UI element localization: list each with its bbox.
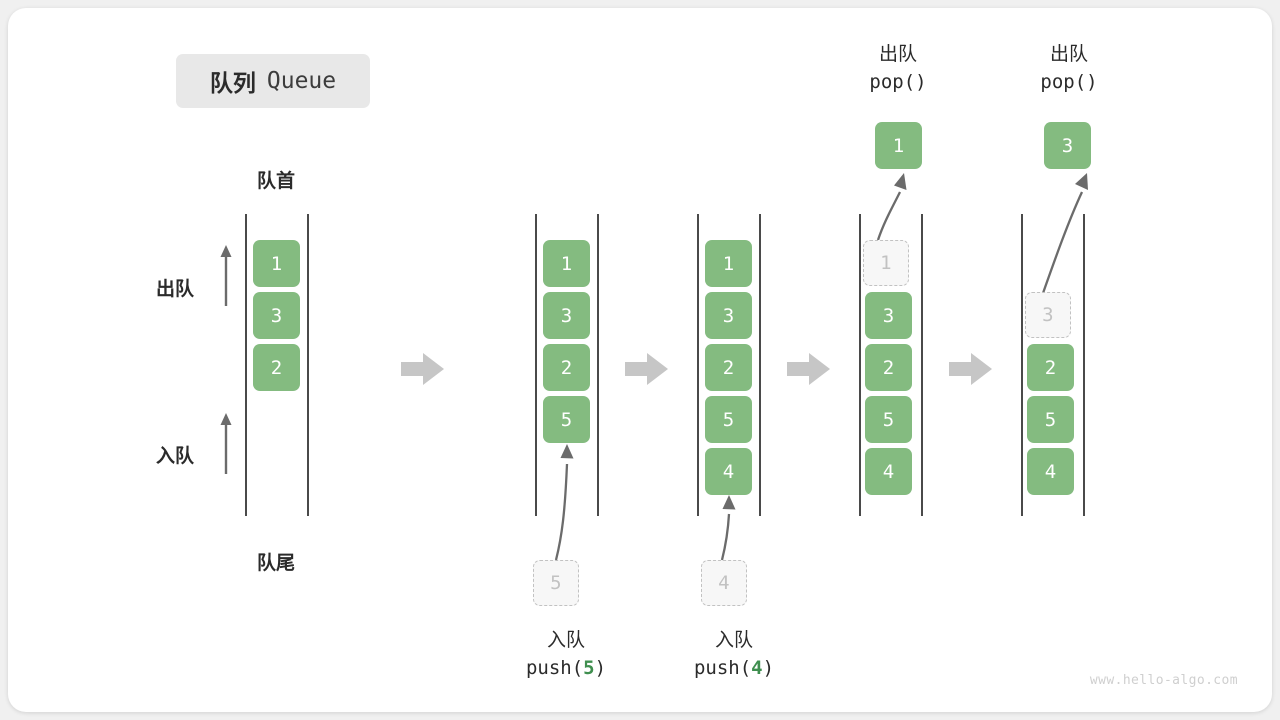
queue-cell: 1	[253, 240, 300, 287]
dequeue-direction-arrow	[220, 245, 232, 306]
queue-cell-removed: 1	[863, 240, 909, 286]
header-cn: 出队	[878, 43, 917, 65]
popped-element: 3	[1044, 122, 1091, 169]
queue-cell: 2	[1027, 344, 1074, 391]
title-cn: 队列	[209, 71, 256, 97]
queue-cell: 5	[865, 396, 912, 443]
title-en: Queue	[266, 68, 337, 94]
pop-curve-arrow	[876, 173, 907, 241]
queue-rail-right-5	[1083, 214, 1085, 516]
queue-cell: 3	[705, 292, 752, 339]
step-caption-push-4: 入队 push(4)	[634, 626, 834, 682]
diagram-title-badge: 队列 Queue	[176, 54, 370, 108]
queue-rail-right-1	[307, 214, 309, 516]
header-code: pop()	[869, 71, 927, 94]
queue-cell-new: 4	[705, 448, 752, 495]
incoming-element-ghost: 5	[533, 560, 579, 606]
queue-rail-left-2	[535, 214, 537, 516]
push-curve-arrow	[720, 495, 736, 561]
caption-code: push(4)	[693, 657, 775, 680]
watermark: www.hello-algo.com	[1089, 673, 1238, 688]
label-dequeue-axis: 出队	[156, 278, 195, 300]
enqueue-direction-arrow	[220, 413, 232, 474]
queue-rail-left-3	[697, 214, 699, 516]
queue-cell: 3	[543, 292, 590, 339]
queue-cell-new: 5	[543, 396, 590, 443]
queue-cell: 4	[1027, 448, 1074, 495]
header-code: pop()	[1040, 71, 1098, 94]
step-separator-arrow	[401, 353, 444, 385]
queue-cell: 2	[543, 344, 590, 391]
queue-cell-removed: 3	[1025, 292, 1071, 338]
step-caption-push-5: 入队 push(5)	[466, 626, 666, 682]
step-header-pop-1: 出队 pop()	[808, 40, 988, 96]
queue-cell: 2	[705, 344, 752, 391]
pop-curve-arrow	[1040, 173, 1088, 297]
queue-rail-left-5	[1021, 214, 1023, 516]
push-curve-arrow	[554, 444, 574, 561]
queue-rail-right-4	[921, 214, 923, 516]
popped-element: 1	[875, 122, 922, 169]
queue-cell: 2	[253, 344, 300, 391]
queue-cell: 3	[253, 292, 300, 339]
label-queue-front: 队首	[256, 170, 295, 192]
caption-code: push(5)	[525, 657, 607, 680]
queue-cell: 2	[865, 344, 912, 391]
caption-cn: 入队	[714, 629, 753, 651]
queue-cell: 5	[705, 396, 752, 443]
queue-cell: 1	[543, 240, 590, 287]
diagram-card: 队列 Queue 队首 1 3 2 出队 入队 队尾 1 3 2 5 5 入队 …	[8, 8, 1272, 712]
step-separator-arrow	[949, 353, 992, 385]
queue-cell: 1	[705, 240, 752, 287]
step-header-pop-3: 出队 pop()	[976, 40, 1162, 96]
header-cn: 出队	[1049, 43, 1088, 65]
label-enqueue-axis: 入队	[156, 445, 195, 467]
queue-rail-left-4	[859, 214, 861, 516]
step-separator-arrow	[787, 353, 830, 385]
caption-cn: 入队	[546, 629, 585, 651]
queue-cell: 5	[1027, 396, 1074, 443]
queue-rail-right-3	[759, 214, 761, 516]
incoming-element-ghost: 4	[701, 560, 747, 606]
queue-cell: 3	[865, 292, 912, 339]
label-queue-rear: 队尾	[256, 552, 295, 574]
step-separator-arrow	[625, 353, 668, 385]
queue-rail-right-2	[597, 214, 599, 516]
queue-cell: 4	[865, 448, 912, 495]
queue-rail-left-1	[245, 214, 247, 516]
